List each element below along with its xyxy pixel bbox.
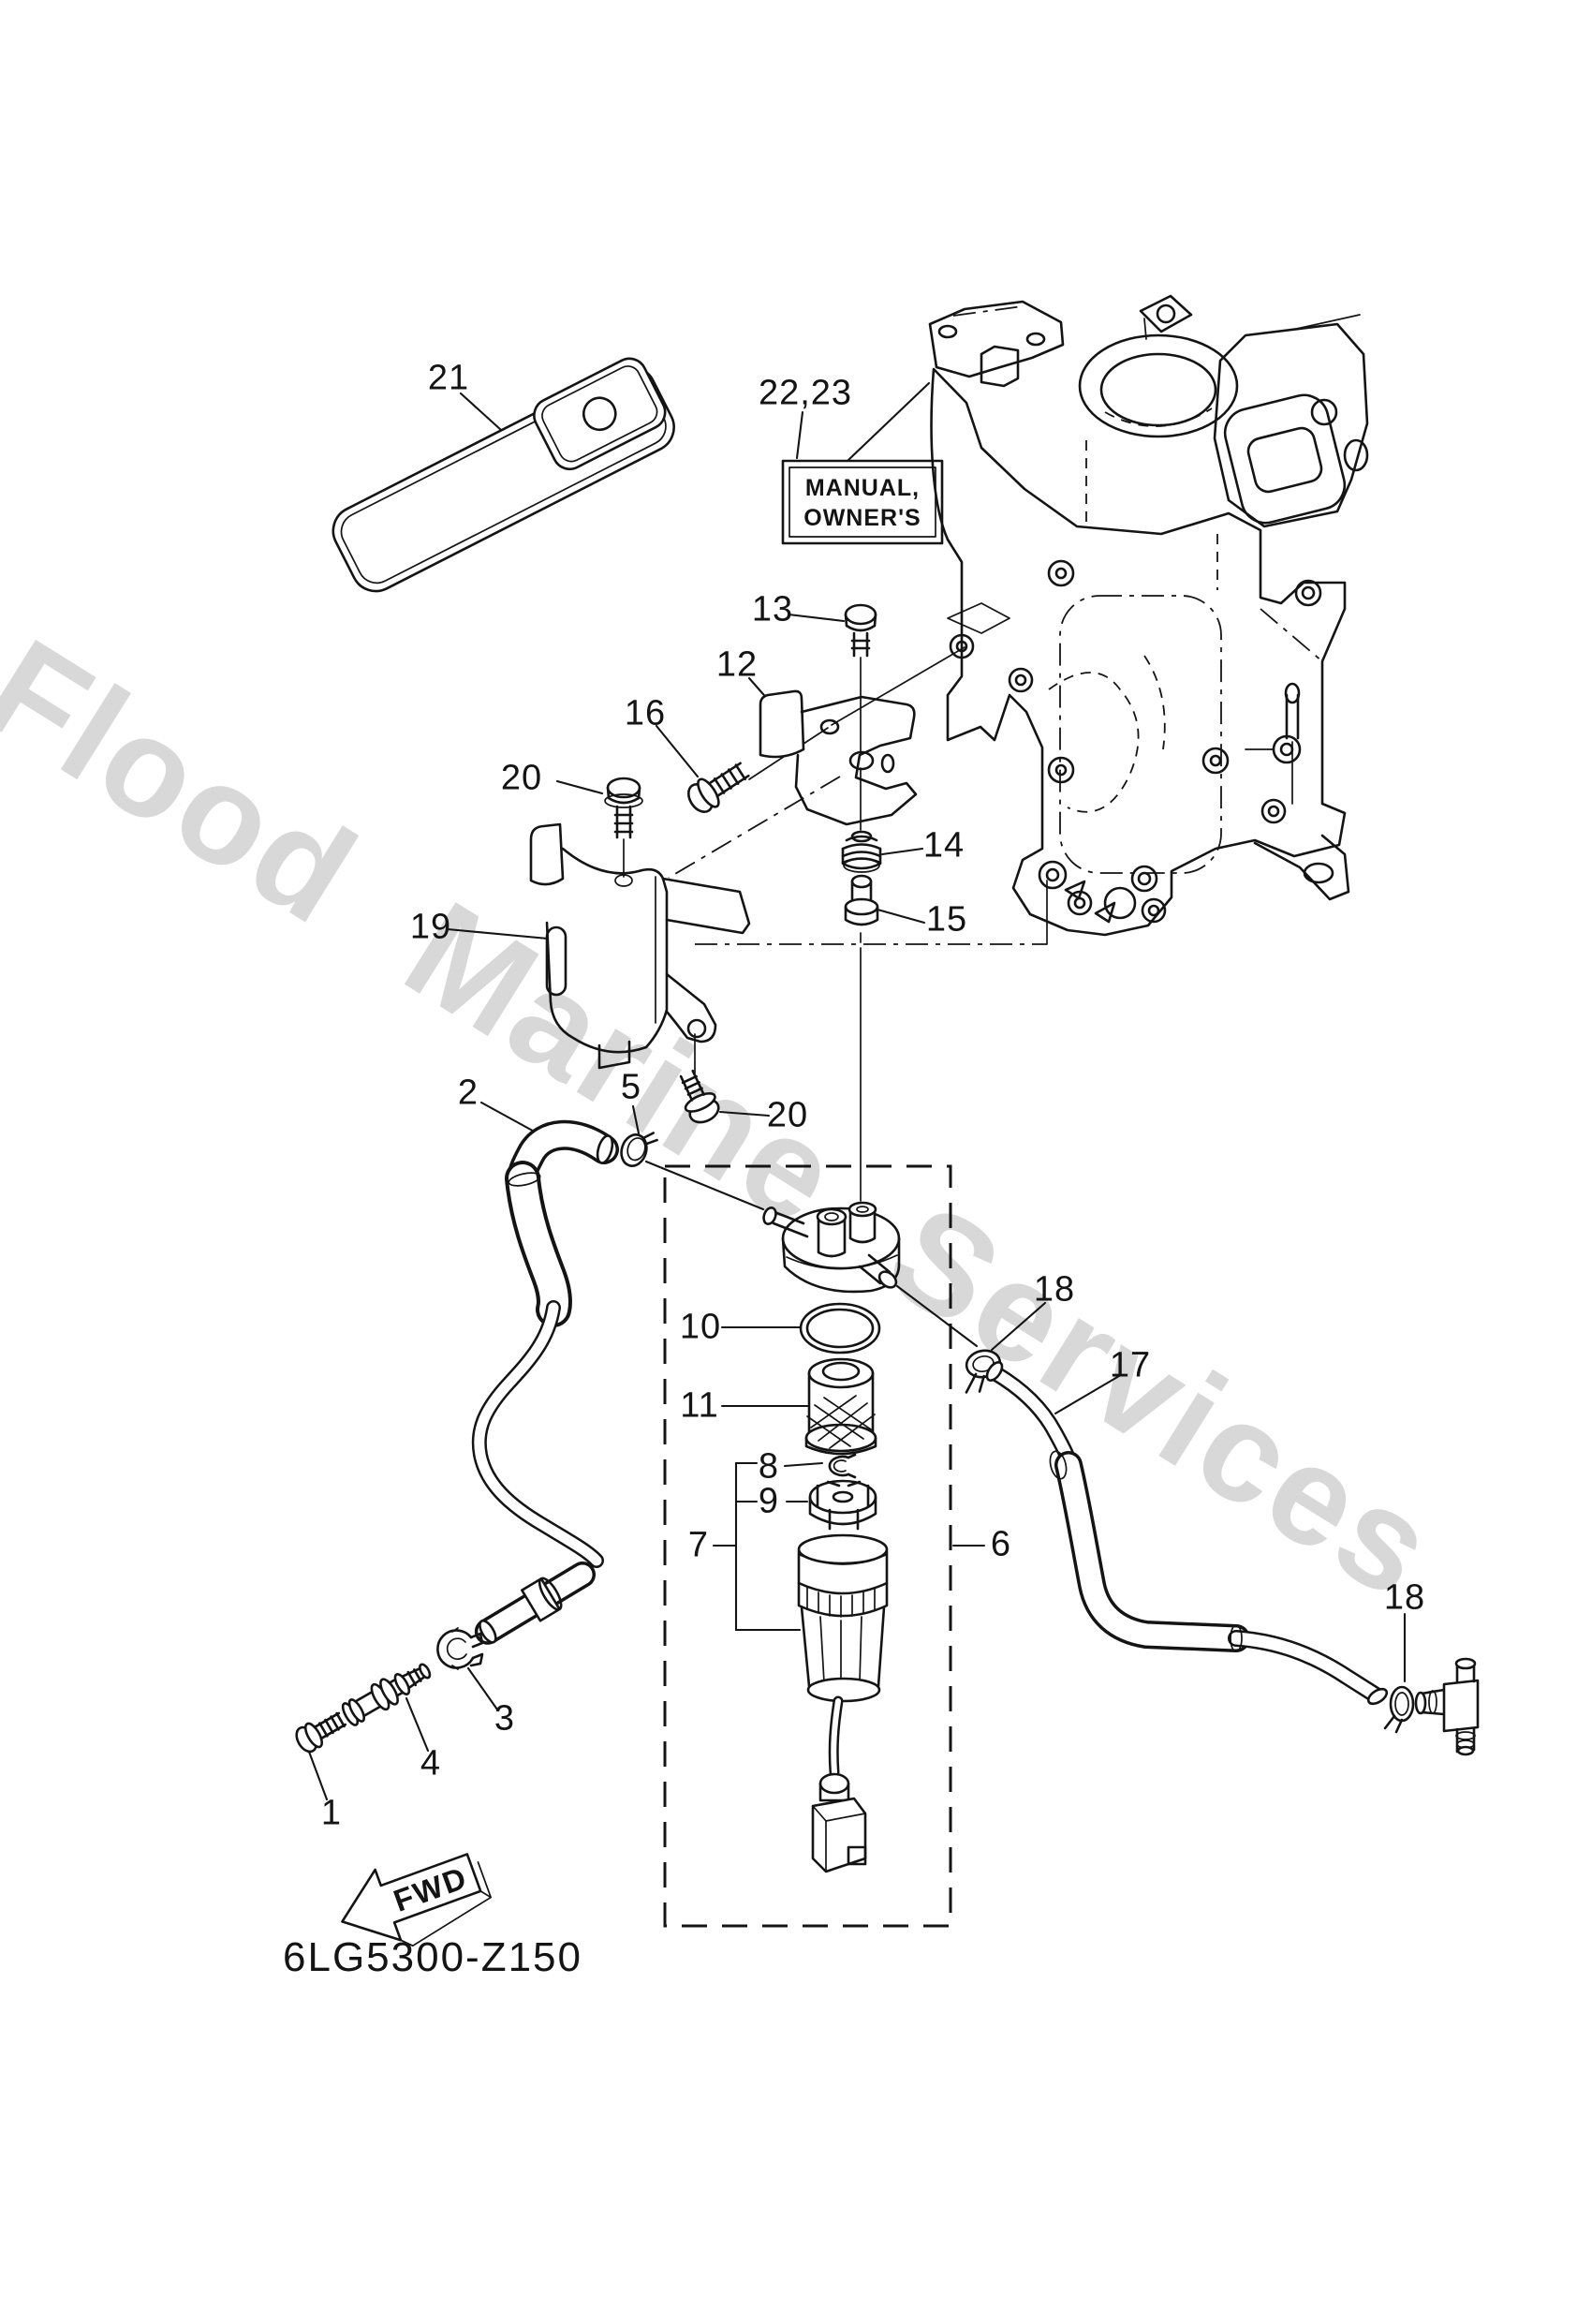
mounting-bracket-12 [759,689,918,826]
callout-20a: 20 [500,758,543,798]
filter-cup-bracket-19 [529,822,751,1070]
callout-10: 10 [679,1307,722,1347]
leader-lines [307,381,1407,1801]
callout-16: 16 [624,693,667,733]
tool-pouch [332,357,675,593]
callout-2: 2 [457,1073,479,1113]
filter-cup-7 [797,1533,889,1873]
callout-5: 5 [620,1067,642,1107]
spacer-15 [844,874,879,926]
manual-tag-line2: OWNER'S [803,505,921,531]
o-ring-10 [799,1302,881,1354]
assembly-boundary-box [663,1164,952,1928]
engine-assembly [928,294,1369,937]
owners-manual-tag: MANUAL, OWNER'S [781,459,944,545]
callout-22-23: 22,23 [758,373,853,413]
callout-1: 1 [320,1793,343,1833]
manual-tag-line1: MANUAL, [805,475,920,501]
callout-12: 12 [715,644,759,685]
hose-clamp-18-lower [1383,1685,1415,1734]
callout-7: 7 [687,1525,710,1565]
fuel-hose-2 [471,1119,619,1645]
callout-20b: 20 [766,1095,809,1135]
bolt-13 [844,603,877,658]
callout-18b: 18 [1383,1577,1426,1618]
callout-15: 15 [925,899,968,940]
callout-14: 14 [922,825,965,866]
callout-13: 13 [751,589,794,629]
joint-clip-3 [436,1627,484,1670]
t-fitting [1414,1657,1480,1756]
bolt-20-upper [604,777,643,839]
callout-18a: 18 [1033,1269,1076,1310]
bolt-16 [687,762,750,813]
fuel-hose-17 [985,1361,1389,1706]
callout-17: 17 [1109,1345,1152,1385]
bolt-20-lower [679,1069,720,1124]
connector-set-4 [295,1663,432,1754]
grommet-14 [841,830,882,873]
callout-4: 4 [420,1743,442,1784]
fuel-pump-cap [762,1201,901,1294]
float-9 [808,1479,877,1531]
callout-21: 21 [427,358,470,398]
callout-9: 9 [758,1481,780,1521]
filter-element-11 [804,1357,877,1456]
callout-6: 6 [990,1524,1012,1564]
callout-19: 19 [409,907,452,947]
clip-8 [828,1453,857,1479]
drawing-code: 6LG5300-Z150 [283,1934,582,1980]
callout-3: 3 [494,1698,516,1739]
callout-11: 11 [680,1385,719,1426]
callout-8: 8 [758,1446,780,1487]
